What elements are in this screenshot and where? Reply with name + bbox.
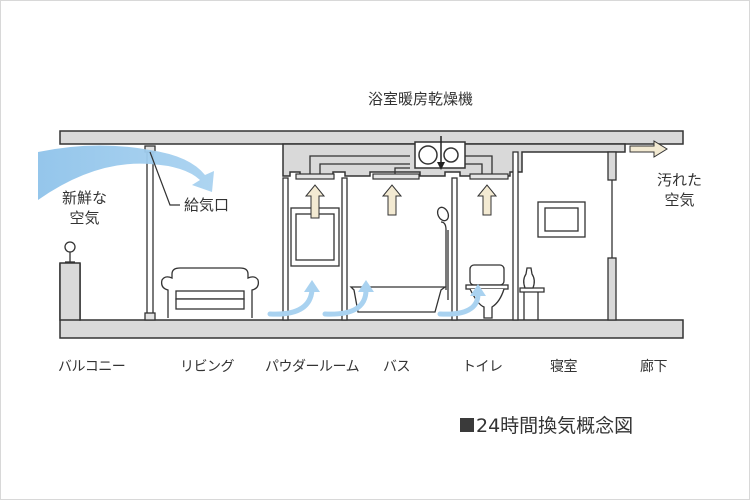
room-label-hallway: 廊下: [640, 359, 668, 375]
square-bullet-icon: [460, 417, 474, 432]
room-label-living: リビング: [180, 359, 235, 375]
sofa-icon: [160, 267, 260, 318]
exhaust-grilles: [295, 173, 509, 180]
room-label-bedroom: 寝室: [550, 359, 578, 375]
supply-vent-label: 給気口: [184, 196, 230, 214]
fresh-air-arrow: [38, 145, 214, 206]
room-label-balcony: バルコニー: [58, 359, 126, 375]
caption-text: 24時間換気概念図: [476, 415, 634, 437]
exhaust-ducts: [309, 155, 493, 176]
bedroom-furniture: [519, 201, 586, 320]
floor-airflow-arrows: [267, 287, 481, 317]
dirty-air-label: 汚れた 空気: [657, 171, 703, 209]
room-label-toilet: トイレ: [462, 359, 503, 375]
bath-heater-dryer-unit: [414, 136, 466, 170]
exhaust-out-arrow: [629, 140, 668, 158]
bath-heater-dryer-label: 浴室暖房乾燥機: [368, 90, 474, 108]
room-label-bath: バス: [383, 359, 411, 375]
bathtub-icon: [349, 206, 450, 313]
walls: [144, 145, 617, 321]
room-label-powder-room: パウダールーム: [265, 359, 360, 375]
fresh-air-label: 新鮮な 空気: [62, 189, 108, 227]
exhaust-up-arrows: [304, 184, 498, 219]
diagram-caption: 24時間換気概念図: [460, 411, 633, 438]
ceiling-slab: [59, 130, 684, 145]
balcony-parapet: [59, 241, 81, 321]
